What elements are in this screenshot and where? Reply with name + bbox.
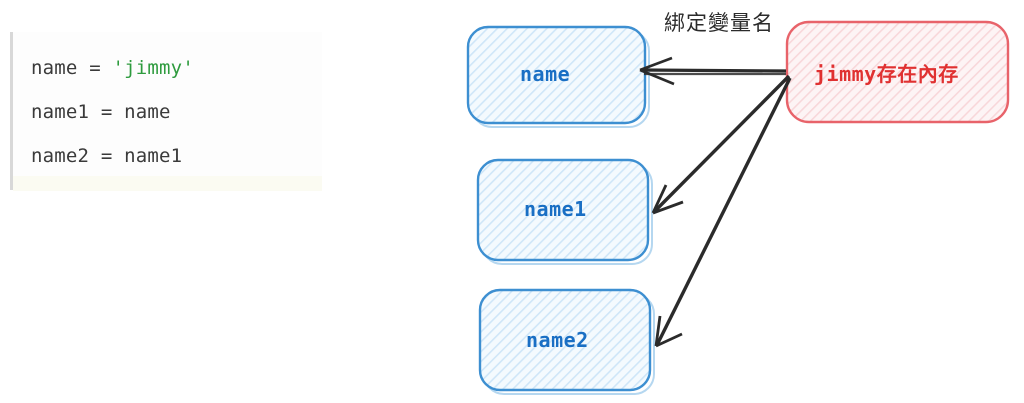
arrow-value-to-name2 [654, 77, 792, 348]
value-box-jimmy[interactable] [785, 20, 1010, 124]
arrowhead-name-upper [639, 56, 673, 72]
arrow-value-to-name [639, 56, 787, 86]
code-panel-footer-strip [13, 176, 322, 191]
variable-box-name-shape [466, 25, 647, 125]
variable-box-name2-shape [478, 288, 652, 392]
arrowhead-name2-upper [655, 332, 683, 348]
variable-box-name1[interactable] [476, 158, 653, 265]
code-line-1: name = 'jimmy' [31, 46, 322, 90]
variable-box-name1-shape [476, 158, 650, 262]
value-box-jimmy-shape [785, 20, 1010, 124]
arrowhead-name2-lower [654, 315, 662, 347]
variable-box-name[interactable] [466, 25, 650, 128]
code-line-1-prefix: name = [31, 57, 113, 79]
arrowhead-name1-upper [652, 200, 684, 215]
code-snippet-panel: name = 'jimmy' name1 = name name2 = name… [10, 32, 322, 190]
arrowhead-name-lower [639, 68, 675, 86]
edge-label-binding: 綁定變量名 [664, 11, 774, 35]
code-line-1-string: 'jimmy' [112, 57, 194, 79]
arrow-value-to-name1 [651, 74, 791, 215]
arrowhead-name1-lower [651, 184, 668, 214]
variable-box-name2[interactable] [478, 288, 655, 395]
code-line-3: name2 = name1 [31, 145, 183, 167]
code-line-2: name1 = name [31, 101, 171, 123]
